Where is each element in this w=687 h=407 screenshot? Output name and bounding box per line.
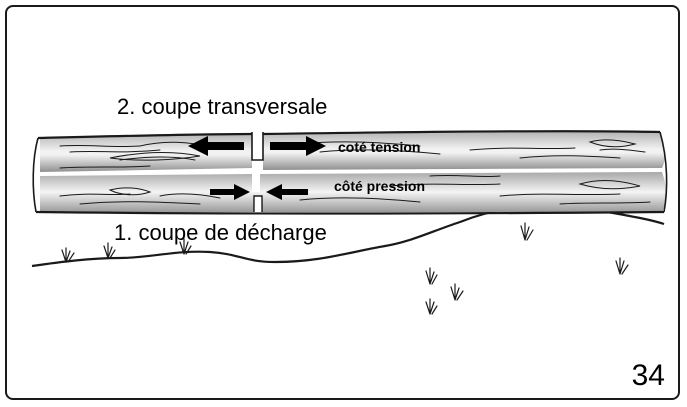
grass-tuft bbox=[425, 298, 438, 315]
label-transverse-cut: 2. coupe transversale bbox=[117, 94, 327, 119]
log-left-end bbox=[32, 137, 39, 213]
label-relief-cut: 1. coupe de décharge bbox=[114, 220, 327, 245]
arrow-right-icon bbox=[270, 136, 326, 156]
relief-cut bbox=[253, 195, 263, 212]
tension-arrows bbox=[188, 136, 326, 156]
grass-tuft bbox=[103, 242, 116, 259]
log-bottom-half bbox=[40, 172, 667, 212]
label-compression-side: côté pression bbox=[334, 178, 425, 194]
log-outline-top bbox=[37, 130, 661, 140]
label-tension-side: coté tension bbox=[338, 139, 420, 155]
grass-tuft bbox=[425, 267, 438, 285]
log-top-half-right bbox=[263, 132, 665, 170]
grass-tuft bbox=[615, 257, 629, 275]
log-right-end bbox=[659, 131, 668, 213]
page-number: 34 bbox=[631, 359, 665, 392]
arrow-left-icon bbox=[188, 136, 244, 156]
grass-tuft bbox=[450, 283, 464, 301]
grass-tuft bbox=[179, 238, 192, 255]
grass-tuft bbox=[520, 222, 534, 241]
grass-tuft bbox=[61, 247, 75, 263]
arrow-left-small-icon bbox=[266, 184, 308, 200]
wood-grain bbox=[59, 139, 651, 205]
log-outline-bottom bbox=[35, 210, 665, 215]
compression-arrows bbox=[210, 184, 308, 200]
transverse-cut bbox=[251, 132, 264, 161]
grass-tufts bbox=[61, 222, 629, 315]
arrow-right-small-icon bbox=[210, 184, 250, 200]
